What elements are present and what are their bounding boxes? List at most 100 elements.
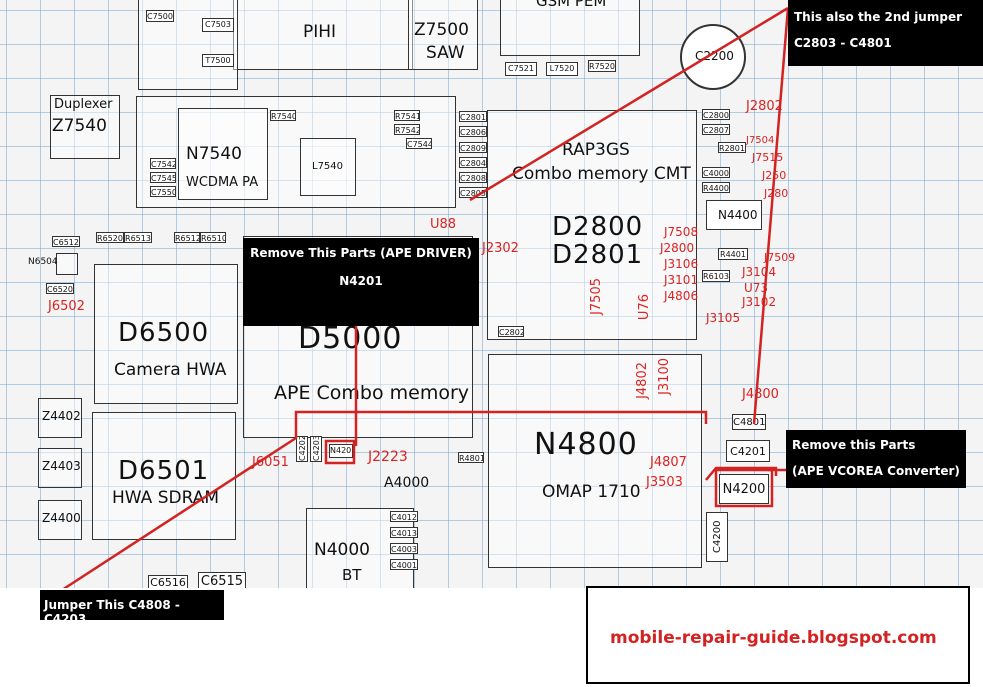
vcorea-note-line1: Remove this Parts [792,438,916,452]
c4200-part: C4200 [706,512,728,562]
c6520-part: C6520 [46,283,74,294]
test-point-j3106: J3106 [664,257,699,271]
test-point-u73: U73 [744,281,769,295]
c7500-part: C7500 [146,10,174,22]
ape-driver-note: Remove This Parts (APE DRIVER) N4201 [243,238,479,326]
ape-combo-label: APE Combo memory [274,382,470,404]
r6512-part: R6512 [174,232,200,243]
a4000-label: A4000 [384,475,430,491]
test-point-u88: U88 [430,217,457,232]
c4202-part: C4202 [296,436,308,462]
c2805-part: C2805 [459,187,487,198]
test-point-j7509: J7509 [764,251,796,264]
test-point-j2800: J2800 [660,241,695,255]
c7550-part: C7550 [150,186,176,197]
bt-label: BT [342,566,362,584]
r7542-part: R7542 [394,124,420,135]
r7541-part: R7541 [394,110,420,121]
jumper2-note-line1: This also the 2nd jumper [794,10,962,24]
jumper2-note: This also the 2nd jumper C2803 - C4801 [788,0,983,66]
c7503-part: C7503 [202,18,234,32]
test-point-j3105: J3105 [706,311,741,325]
c7542-part: C7545 [150,172,176,183]
z4403-label: Z4403 [42,459,81,473]
n4800-label: N4800 [534,427,638,462]
website-box: mobile-repair-guide.blogspot.com [586,586,970,684]
c2808-part: C2808 [459,172,487,183]
r4401-part: R4401 [718,248,748,260]
c2802-part: C2802 [498,326,524,337]
camera-hwa-label: Camera HWA [114,360,227,380]
n6504-label: N6504 [28,257,58,267]
n6504-chip [56,253,78,275]
c2804-part: C2804 [459,157,487,168]
c6515-part: C6515 [198,572,246,589]
pihi-label: PIHI [303,22,337,42]
test-point-j2802: J2802 [746,99,783,114]
r7540-part: R7540 [270,110,296,121]
website-text: mobile-repair-guide.blogspot.com [610,628,937,648]
n7540-chip [178,108,268,200]
test-point-j3100: J3100 [657,358,672,395]
test-point-j4807: J4807 [650,455,687,470]
c4012-part: C4012 [390,511,418,522]
c2807-part: R2801 [718,142,746,153]
test-point-j3104: J3104 [742,265,777,279]
test-point-j2302: J2302 [482,241,519,256]
d2800-label: D2800 [552,212,644,242]
test-point-u76: U76 [637,294,652,321]
r6510-part: R6510 [200,232,226,243]
omap-label: OMAP 1710 [542,482,641,502]
c6512-part: C6512 [52,236,80,247]
r6513-part: R6513 [124,232,152,243]
c7521-part: C7521 [505,62,537,76]
c4013-part: C4013 [390,527,418,538]
test-point-j6051: J6051 [252,455,289,470]
d6501-label: D6501 [118,456,210,486]
c2804b-part: R6103 [702,270,730,282]
c4203-part: C4203 [310,436,322,462]
rap3gs-label: RAP3GS [562,140,630,160]
r7520-part: R7520 [588,60,616,72]
jumper1-note-front: Jumper This C4808 - C4203 [40,590,224,626]
test-point-j7508: J7508 [664,225,699,239]
c2801-part: C2801 [459,111,487,122]
test-point-j250: J250 [762,169,787,182]
ape-driver-note-line1: Remove This Parts (APE DRIVER) [250,246,472,260]
pihi-chip [233,0,413,70]
n4201-part: N4201 [329,444,353,458]
test-point-j280: J280 [764,187,789,200]
d5000-label: D5000 [298,321,403,356]
jumper1-note-text-front: Jumper This C4808 - C4203 [44,598,180,626]
c7544-part: C7544 [406,138,432,149]
c4003-part: C4003 [390,543,418,554]
c4201-part: C4201 [726,440,770,462]
r4801-part: R4801 [458,452,484,463]
jumper2-note-line2: C2803 - C4801 [794,36,892,50]
z7500-chip [408,0,478,70]
z4402-label: Z4402 [42,409,81,423]
test-point-j3102: J3102 [742,295,777,309]
c2809-part: C2809 [459,142,487,153]
r6102-part: C2807 [702,124,730,135]
d6500-chip [94,264,238,404]
duplexer-chip [50,95,120,159]
d2801-label: D2801 [552,240,644,270]
ape-driver-note-line2: N4201 [339,274,383,288]
test-point-j6502: J6502 [48,299,85,314]
c4001-part: C4001 [390,559,418,570]
n7540-label: N7540 [186,144,242,164]
n4000-label: N4000 [314,540,370,560]
t7500-part: T7500 [202,54,234,67]
test-point-j4806: J4806 [664,289,699,303]
r2801-part: C4000 [702,167,730,178]
n4200-part: N4200 [719,474,769,504]
l7520-part: L7520 [546,62,578,76]
r6520-part: R6520 [96,232,124,243]
test-point-j2223: J2223 [368,449,408,465]
test-point-j7505: J7505 [589,278,604,315]
test-point-j7515: J7515 [752,151,784,164]
l7540-inductor [300,138,356,196]
r6103-part: C2800 [702,109,730,120]
